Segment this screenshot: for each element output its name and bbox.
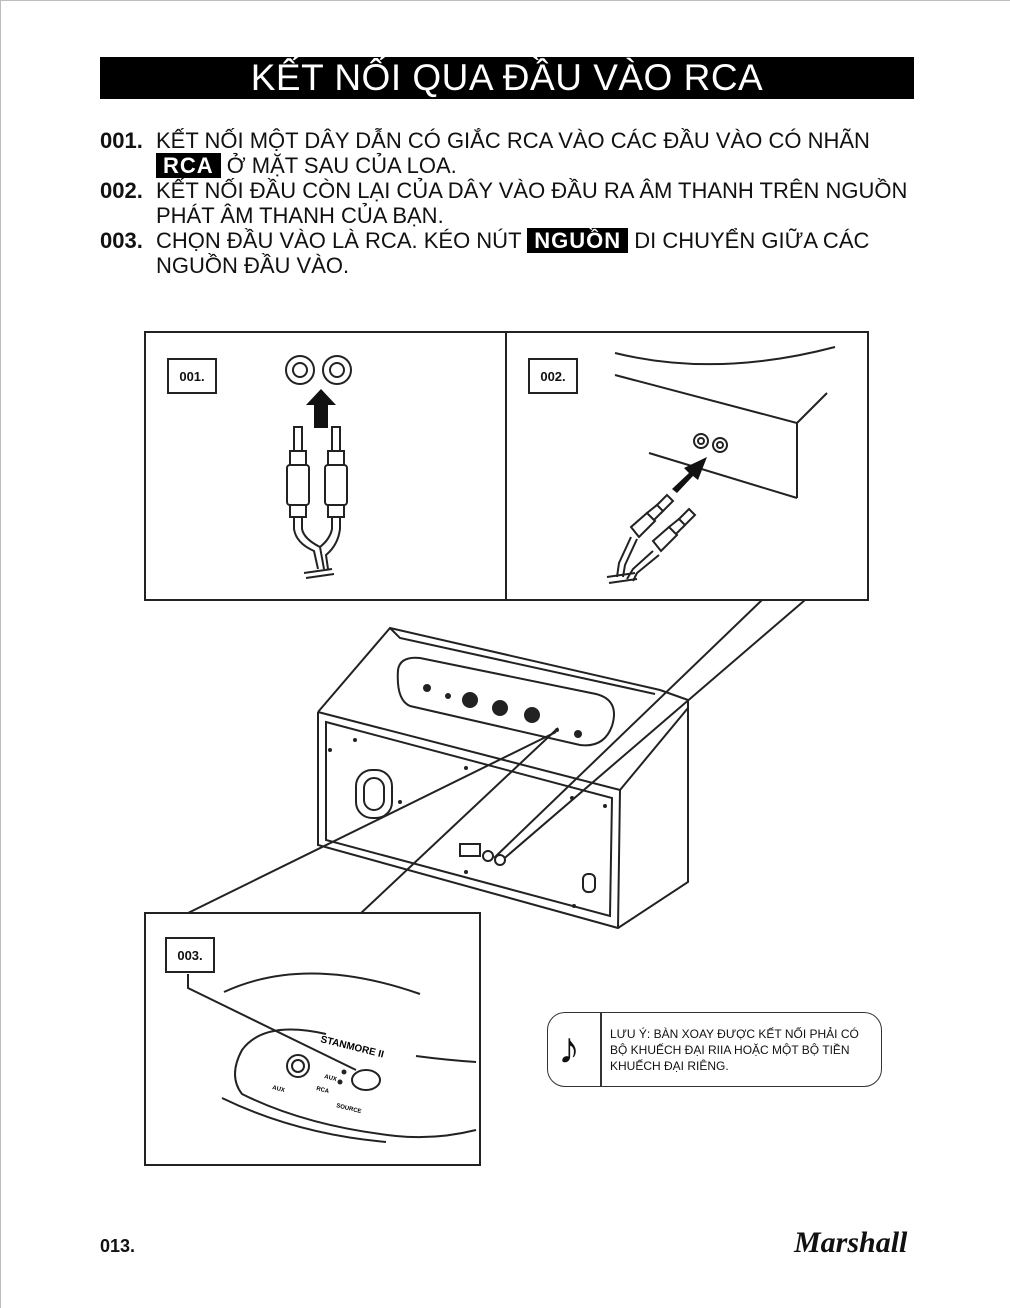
step-text: KẾT NỐI MỘT DÂY DẪN CÓ GIẮC RCA VÀO CÁC … <box>156 128 940 178</box>
step-number: 003. <box>100 228 143 253</box>
source-label: SOURCE <box>336 1103 362 1115</box>
step-item: 003. CHỌN ĐẦU VÀO LÀ RCA. KÉO NÚT NGUỒN … <box>100 228 940 278</box>
music-note-icon: ♪ <box>558 1024 580 1073</box>
step-text-part: KẾT NỐI MỘT DÂY DẪN CÓ GIẮC RCA VÀO CÁC … <box>156 128 870 153</box>
figure-label-002: 002. <box>528 358 578 394</box>
figure-panel-002: 002. <box>505 331 869 601</box>
step-number: 002. <box>100 178 143 203</box>
rca-plugs-illustration <box>285 355 352 579</box>
step-text: KẾT NỐI ĐẦU CÒN LẠI CỦA DÂY VÀO ĐẦU RA Â… <box>156 178 908 228</box>
step-text: CHỌN ĐẦU VÀO LÀ RCA. KÉO NÚT NGUỒN DI CH… <box>156 228 940 278</box>
aux-jack-label: AUX <box>272 1085 286 1094</box>
page-title: KẾT NỐI QUA ĐẦU VÀO RCA <box>100 57 914 99</box>
figure-panel-003: 003. STANMORE II AUX AUX RCA SOURCE <box>144 912 481 1166</box>
step-text-part: DI CHUYỂN GIỮA CÁC NGUỒN ĐẦU VÀO. <box>156 228 870 278</box>
brand-logo: Marshall <box>793 1226 908 1259</box>
step-number: 001. <box>100 128 143 153</box>
rca-tag: RCA <box>156 153 221 178</box>
step-item: 001. KẾT NỐI MỘT DÂY DẪN CÓ GIẮC RCA VÀO… <box>100 128 940 178</box>
page-border-left <box>0 0 1 1308</box>
switch-rca-label: RCA <box>316 1086 331 1095</box>
note-text: LƯU Ý: BÀN XOAY ĐƯỢC KẾT NỐI PHẢI CÓ BỘ … <box>610 1027 859 1073</box>
switch-aux-label: AUX <box>324 1074 338 1083</box>
figure-panel-001: 001. <box>144 331 507 601</box>
figure-label-003: 003. <box>165 937 215 973</box>
step-item: 002. KẾT NỐI ĐẦU CÒN LẠI CỦA DÂY VÀO ĐẦU… <box>100 178 940 228</box>
figure-label-001: 001. <box>167 358 217 394</box>
note-box: ♪ LƯU Ý: BÀN XOAY ĐƯỢC KẾT NỐI PHẢI CÓ B… <box>547 1012 882 1087</box>
instruction-steps: 001. KẾT NỐI MỘT DÂY DẪN CÓ GIẮC RCA VÀO… <box>100 128 940 278</box>
step-text-part: Ở MẶT SAU CỦA LOA. <box>220 153 457 178</box>
note-divider <box>600 1013 602 1086</box>
source-switch-illustration: STANMORE II AUX AUX RCA SOURCE <box>187 972 477 1143</box>
source-tag: NGUỒN <box>527 228 629 253</box>
brand-logo-text: Marshall <box>793 1226 908 1259</box>
page-number: 013. <box>100 1236 136 1256</box>
page-border-top <box>0 0 1010 1</box>
turntable-connection-illustration <box>606 346 836 584</box>
step-text-part: CHỌN ĐẦU VÀO LÀ RCA. KÉO NÚT <box>156 228 528 253</box>
